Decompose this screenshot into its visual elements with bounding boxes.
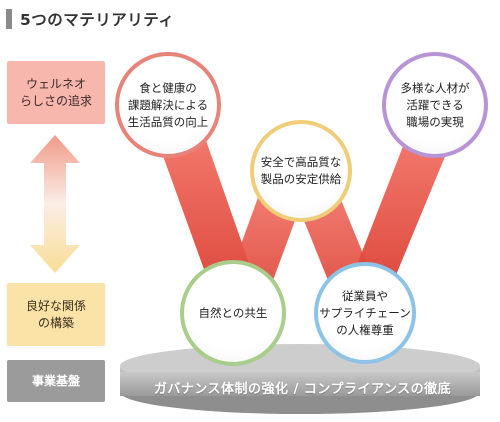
wellness-pursuit-box: ウェルネオ らしさの追求 xyxy=(7,61,105,124)
materiality-food-health-label: 食と健康の 課題解決による 生活品質の向上 xyxy=(127,80,209,129)
materiality-human-rights: 従業員や サプライチェーン の人権尊重 xyxy=(314,262,416,364)
ribbon-segment-4 xyxy=(344,118,456,304)
materiality-stable-supply-label: 安全で高品質な 製品の安定供給 xyxy=(260,155,342,186)
double-arrow-icon xyxy=(30,135,80,273)
relationship-building-label: 良好な関係 の構築 xyxy=(25,298,86,330)
materiality-diverse-workforce: 多様な人材が 活躍できる 職場の実現 xyxy=(382,52,488,158)
materiality-nature-label: 自然との共生 xyxy=(198,305,268,320)
materiality-food-health: 食と健康の 課題解決による 生活品質の向上 xyxy=(115,52,221,158)
business-foundation-label: 事業基盤 xyxy=(31,373,80,388)
materiality-nature: 自然との共生 xyxy=(180,260,286,366)
materiality-stable-supply: 安全で高品質な 製品の安定供給 xyxy=(250,120,352,222)
title-accent-bar xyxy=(6,9,12,29)
relationship-building-box: 良好な関係 の構築 xyxy=(7,283,105,346)
governance-foundation-label: ガバナンス体制の強化 / コンプライアンスの徹底 xyxy=(153,382,452,397)
materiality-human-rights-label: 従業員や サプライチェーン の人権尊重 xyxy=(319,288,411,337)
ribbon-segment-1 xyxy=(150,112,262,308)
materiality-diverse-workforce-label: 多様な人材が 活躍できる 職場の実現 xyxy=(400,80,470,129)
wellness-pursuit-label: ウェルネオ らしさの追求 xyxy=(19,76,92,108)
business-foundation-box: 事業基盤 xyxy=(7,360,105,402)
page-title: 5つのマテリアリティ xyxy=(20,11,175,29)
